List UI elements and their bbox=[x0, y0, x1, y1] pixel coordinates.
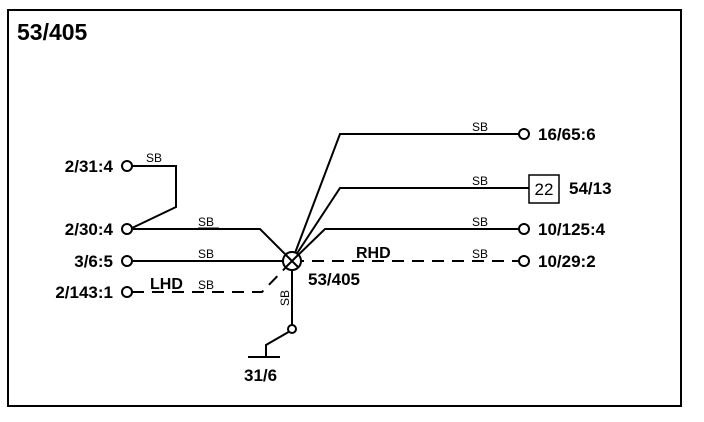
wire-code-ground: SB bbox=[278, 290, 292, 306]
wire-code-54-13: SB bbox=[472, 174, 488, 188]
svg-text:SB: SB bbox=[278, 290, 292, 306]
ground-link bbox=[265, 329, 293, 357]
splice-label: 53/405 bbox=[308, 270, 360, 289]
terminal-2-143-1 bbox=[121, 286, 133, 298]
wire-10-125-4 bbox=[291, 228, 520, 262]
ground-label: 31/6 bbox=[244, 366, 277, 385]
wire-code-2-31-4: SB bbox=[146, 151, 162, 165]
diagram-border bbox=[7, 9, 682, 407]
svg-text:SB: SB bbox=[198, 215, 214, 229]
wire-16-65-6 bbox=[291, 133, 520, 262]
component-box bbox=[528, 174, 560, 204]
wire-code-10-125-4: SB bbox=[472, 215, 488, 229]
terminal-2-31-4 bbox=[121, 160, 133, 172]
connector-label-3-6-5: 3/6:5 bbox=[74, 252, 113, 271]
wire-2-143-1-lhd bbox=[132, 260, 293, 293]
connector-label-2-143-1: 2/143:1 bbox=[55, 283, 113, 302]
svg-text:SB: SB bbox=[472, 120, 488, 134]
wire-jumper-2-31-4 bbox=[131, 165, 177, 229]
svg-text:SB: SB bbox=[146, 151, 162, 165]
svg-text:SB: SB bbox=[472, 174, 488, 188]
connector-label-16-65-6: 16/65:6 bbox=[538, 125, 596, 144]
connector-label-54-13: 54/13 bbox=[569, 179, 612, 198]
connector-label-10-29-2: 10/29:2 bbox=[538, 252, 596, 271]
component-box-number: 22 bbox=[535, 180, 554, 199]
terminal-10-29-2 bbox=[518, 255, 530, 267]
terminal-ground bbox=[287, 324, 297, 334]
wire-code-10-29-2: SB bbox=[472, 247, 488, 261]
connector-label-2-31-4: 2/31:4 bbox=[65, 157, 114, 176]
svg-text:SB: SB bbox=[472, 215, 488, 229]
terminal-16-65-6 bbox=[518, 128, 530, 140]
connector-label-10-125-4: 10/125:4 bbox=[538, 220, 606, 239]
terminal-3-6-5 bbox=[121, 255, 133, 267]
wire-2-30-4 bbox=[132, 228, 293, 262]
wire-code-16-65-6: SB bbox=[472, 120, 488, 134]
svg-text:SB: SB bbox=[198, 278, 214, 292]
variant-label-rhd: RHD bbox=[356, 245, 391, 262]
diagram-title: 53/405 bbox=[17, 19, 88, 45]
svg-text:SB: SB bbox=[198, 247, 214, 261]
variant-label-lhd: LHD bbox=[150, 276, 183, 293]
svg-text:SB: SB bbox=[472, 247, 488, 261]
terminal-10-125-4 bbox=[518, 223, 530, 235]
wire-code-3-6-5: SB bbox=[198, 247, 214, 261]
wire-54-13 bbox=[291, 187, 529, 262]
connector-label-2-30-4: 2/30:4 bbox=[65, 220, 114, 239]
wire-code-2-30-4: SB bbox=[198, 215, 219, 229]
splice-node bbox=[282, 251, 302, 271]
wire-code-2-143-1: SB bbox=[198, 278, 214, 292]
terminal-2-30-4 bbox=[121, 223, 133, 235]
